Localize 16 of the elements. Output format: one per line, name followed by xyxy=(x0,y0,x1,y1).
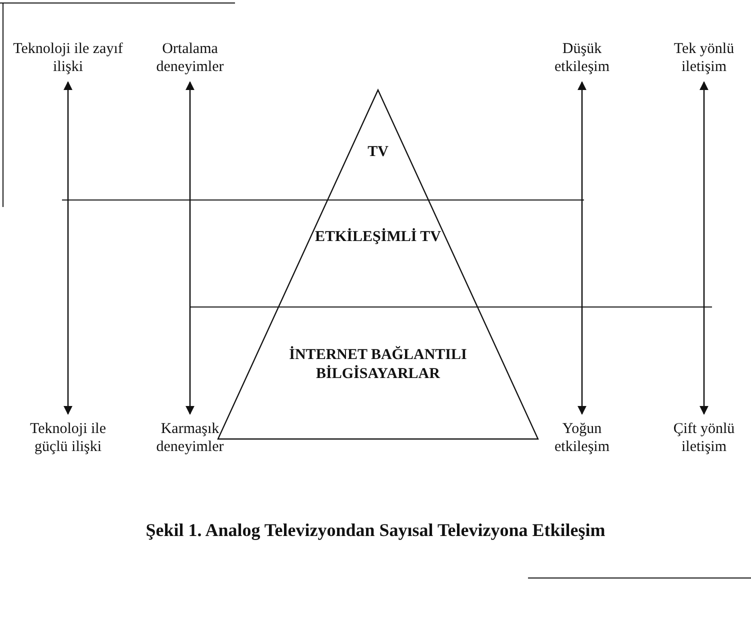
double-arrow xyxy=(577,81,587,415)
axis-end-label: Tek yönlü iletişim xyxy=(659,40,749,76)
double-arrow xyxy=(185,81,195,415)
axis-end-label: Düşük etkileşim xyxy=(537,40,627,76)
double-arrow xyxy=(63,81,73,415)
axis-end-label: Ortalama deneyimler xyxy=(135,40,245,76)
axis-end-label: Yoğun etkileşim xyxy=(537,420,627,456)
pyramid-level-label: TV xyxy=(348,143,408,162)
figure-caption: Şekil 1. Analog Televizyondan Sayısal Televizyona Etkileşim xyxy=(144,520,606,541)
axis-end-label: Karmaşık deneyimler xyxy=(135,420,245,456)
pyramid-level-label: İNTERNET BAĞLANTILI BİLGİSAYARLAR xyxy=(278,346,478,384)
double-arrow xyxy=(699,81,709,415)
pyramid-level-label: ETKİLEŞİMLİ TV xyxy=(313,228,443,247)
axis-end-label: Teknoloji ile zayıf ilişki xyxy=(13,40,123,76)
axis-end-label: Çift yönlü iletişim xyxy=(659,420,749,456)
axis-end-label: Teknoloji ile güçlü ilişki xyxy=(13,420,123,456)
